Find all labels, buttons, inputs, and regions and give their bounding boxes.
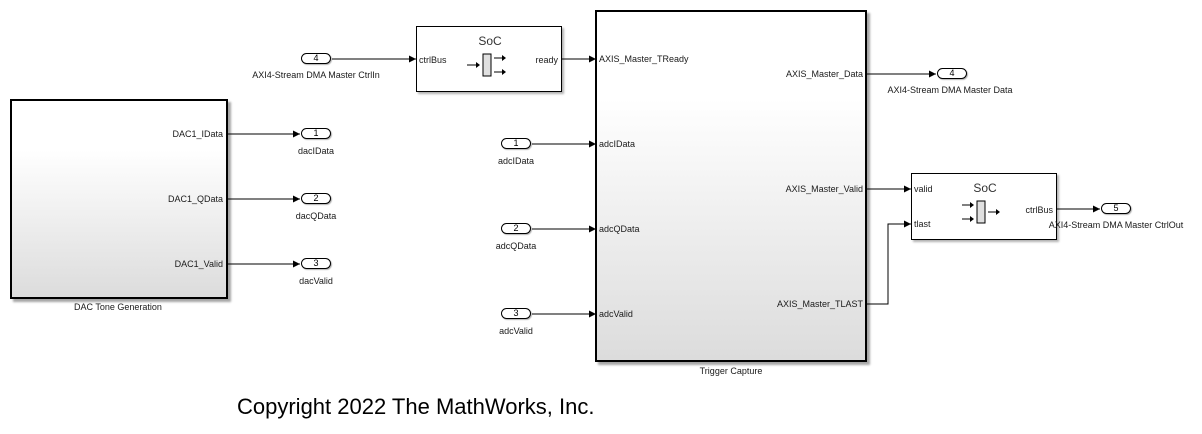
outport-dac-valid-label: dacValid <box>299 276 333 286</box>
inport-adc-idata[interactable]: 1 <box>501 138 531 149</box>
outport-dac-idata-label: dacIData <box>297 146 335 156</box>
soc-title: SoC <box>478 34 502 48</box>
bus-selector-icon <box>467 53 506 77</box>
trigger-block-name: Trigger Capture <box>699 366 763 376</box>
soc-bus-creator-block[interactable]: SoC valid tlast ctrlBus <box>911 173 1057 240</box>
trigger-capture-block[interactable] <box>595 10 867 362</box>
outport-master-data-label: AXI4-Stream DMA Master Data <box>887 85 1013 95</box>
soc-bus-selector-block[interactable]: SoC ctrlBus ready <box>416 26 562 92</box>
inport-adc-valid-label: adcValid <box>499 326 533 336</box>
trigger-input-adcqdata: adcQData <box>599 224 640 234</box>
trigger-output-data: AXIS_Master_Data <box>785 69 863 79</box>
inport-ctrlin-label: AXI4-Stream DMA Master CtrlIn <box>252 70 380 80</box>
dac-output-port-qdata: DAC1_QData <box>167 194 223 204</box>
inport-adc-qdata-label: adcQData <box>495 241 537 251</box>
outport-dac-valid[interactable]: 3 <box>301 258 331 269</box>
line-master-tlast <box>866 220 911 305</box>
outport-ctrlout-label: AXI4-Stream DMA Master CtrlOut <box>1048 220 1184 230</box>
trigger-input-adcidata: adcIData <box>599 139 636 149</box>
soc-title: SoC <box>973 181 997 195</box>
bus-creator-icon <box>962 200 1000 224</box>
copyright-text: Copyright 2022 The MathWorks, Inc. <box>237 394 595 419</box>
trigger-input-adcvalid: adcValid <box>599 309 633 319</box>
trigger-output-tlast: AXIS_Master_TLAST <box>776 299 863 309</box>
outport-master-data[interactable]: 4 <box>937 68 967 79</box>
dac-output-port-idata: DAC1_IData <box>172 129 223 139</box>
outport-dac-qdata-label: dacQData <box>295 211 337 221</box>
outport-dac-idata[interactable]: 1 <box>301 128 331 139</box>
inport-adc-qdata[interactable]: 2 <box>501 223 531 234</box>
dac-tone-generation-block[interactable] <box>10 99 228 299</box>
inport-adc-idata-label: adcIData <box>497 156 535 166</box>
dac-block-name: DAC Tone Generation <box>74 302 162 312</box>
trigger-input-tready: AXIS_Master_TReady <box>599 54 689 64</box>
inport-ctrlin[interactable]: 4 <box>301 53 331 64</box>
soc-input-ctrlbus: ctrlBus <box>419 55 447 65</box>
soc-output-ready: ready <box>535 55 558 65</box>
dac-output-port-valid: DAC1_Valid <box>174 259 223 269</box>
trigger-output-valid: AXIS_Master_Valid <box>785 184 863 194</box>
outport-ctrlout[interactable]: 5 <box>1101 203 1131 214</box>
inport-adc-valid[interactable]: 3 <box>501 308 531 319</box>
outport-dac-qdata[interactable]: 2 <box>301 193 331 204</box>
soc-input-valid: valid <box>914 184 933 194</box>
soc-output-ctrlbus: ctrlBus <box>1025 205 1053 215</box>
soc-input-tlast: tlast <box>914 219 931 229</box>
